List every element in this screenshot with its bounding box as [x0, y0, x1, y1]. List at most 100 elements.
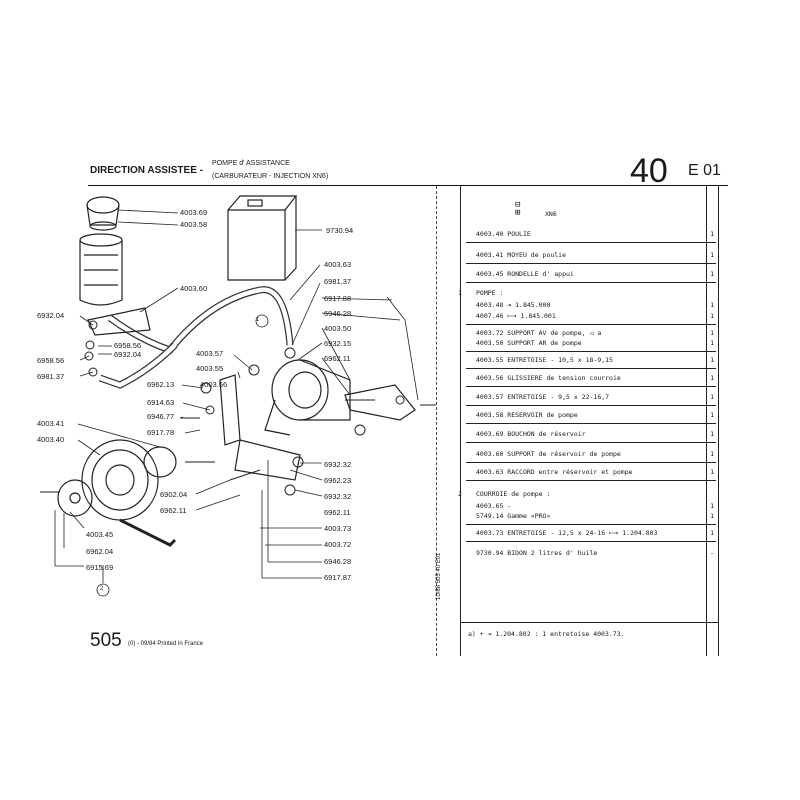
label-6917-87: 6917.87	[324, 573, 352, 582]
label-4003-45: 4003.45	[86, 530, 114, 539]
label-6946-28-bottom: 6946.28	[324, 557, 352, 566]
parts-row: 4003.65 - 1	[466, 496, 716, 514]
label-6946-77: 6946.77	[147, 412, 175, 421]
label-4003-60: 4003.60	[180, 284, 208, 293]
label-6917-88: 6917.88	[324, 294, 352, 303]
parts-row-text: 9730.94 BIDON 2 litres d' huile	[476, 549, 598, 557]
reservoir-tank-drawing	[79, 233, 123, 306]
label-4003-72: 4003.72	[324, 540, 352, 549]
parts-row-qty: 1	[710, 502, 714, 510]
label-6932-32-upper: 6932.32	[324, 460, 352, 469]
parts-row-qty: 1	[710, 411, 714, 419]
injection-symbol-icon: ⊞	[515, 208, 521, 218]
parts-row-qty: 1	[710, 329, 714, 337]
label-6902-04: 6902.04	[160, 490, 188, 499]
reservoir-bracket-drawing	[87, 307, 151, 336]
callout-2-circle	[96, 583, 110, 597]
parts-row-qty: 1	[710, 393, 714, 401]
parts-row-index: 2	[458, 490, 462, 498]
parts-row-text: COURROIE de pompe :	[476, 490, 551, 498]
page-subtitle-2: (CARBURATEUR - INJECTION XN6)	[212, 173, 329, 180]
label-6946-28-top: 6946.28	[324, 309, 352, 318]
label-6958-56-center: 6958.56	[114, 341, 142, 350]
parts-row-qty: 1	[710, 356, 714, 364]
parts-row-index: 1	[458, 289, 462, 297]
vertical-reference: 10/88 505 40 E01	[436, 552, 442, 600]
parts-row: 4003.72 SUPPORT AV de pompe, ◁ a 1	[466, 323, 716, 341]
parts-row-text: 4003.72 SUPPORT AV de pompe, ◁ a	[476, 329, 602, 337]
pump-front-support-drawing	[234, 439, 301, 481]
callout-1-label: 1	[256, 317, 260, 323]
parts-row-text: 4003.48 ⇥ 1.845.000	[476, 301, 551, 309]
parts-row-text: 4003.58 RESERVOIR de pompe	[476, 411, 578, 419]
callout-1-circle	[255, 314, 269, 328]
oil-can-drawing	[227, 195, 298, 281]
parts-row-text: 4003.73 ENTRETOISE - 12,5 x 24-16 ⟼ 1.20…	[476, 529, 658, 537]
list-right-rule	[718, 186, 719, 656]
parts-row-text: 4003.69 BOUCHON de réservoir	[476, 430, 586, 438]
pump-rear-support-drawing	[344, 384, 416, 421]
callout-2-label: 2	[100, 586, 104, 592]
label-6962-11-right: 6962.11	[324, 354, 351, 363]
label-4003-40: 4003.40	[37, 435, 65, 444]
parts-row: 4003.56 GLISSIERE de tension courroie 1	[466, 368, 716, 387]
section-number: 40	[630, 152, 668, 190]
parts-row: 5749.14 Gamme «PRO» 1	[466, 506, 716, 525]
page-title: DIRECTION ASSISTEE -	[90, 165, 203, 176]
page-number: 505	[90, 630, 122, 651]
label-6932-32-lower: 6932.32	[324, 492, 352, 501]
label-4003-73: 4003.73	[324, 524, 352, 533]
parts-row-qty: 1	[710, 374, 714, 382]
parts-row-text: 4003.65 -	[476, 502, 512, 510]
parts-row-text: 4007.46 ⟼ 1.845.001	[476, 312, 556, 320]
label-6981-37-left: 6981.37	[37, 372, 65, 381]
parts-row-qty: 1	[710, 512, 714, 520]
label-6981-37-top: 6981.37	[324, 277, 352, 286]
parts-row-text: 5749.14 Gamme «PRO»	[476, 512, 551, 520]
parts-row: 4003.55 ENTRETOISE - 10,5 x 18-9,15 1	[466, 350, 716, 369]
section-code: E 01	[688, 162, 721, 179]
parts-row: 4003.58 RESERVOIR de pompe 1	[466, 405, 716, 424]
parts-row-text: 4003.55 ENTRETOISE - 10,5 x 18-9,15	[476, 356, 613, 364]
page-subtitle-1: POMPE d' ASSISTANCE	[212, 160, 290, 167]
label-4003-41: 4003.41	[37, 419, 65, 428]
washer-drawing	[57, 479, 93, 517]
header-rule	[88, 185, 728, 186]
parts-row-text: 4003.41 MOYEU de poulie	[476, 251, 567, 259]
parts-row: 4003.63 RACCORD entre réservoir et pompe…	[466, 462, 716, 481]
parts-row-text: 4003.63 RACCORD entre réservoir et pompe	[476, 468, 633, 476]
label-6915-69: 6915.69	[86, 563, 114, 572]
parts-row-text: 4003.45 RONDELLE d' appui	[476, 270, 574, 278]
belt-drawing	[119, 518, 177, 547]
parts-row: 2 COURROIE de pompe :	[458, 484, 716, 502]
label-9730-94: 9730.94	[326, 226, 354, 235]
parts-row-text: 4003.56 GLISSIERE de tension courroie	[476, 374, 621, 382]
parts-row-qty: 1	[710, 529, 714, 537]
parts-row-qty: 1	[710, 251, 714, 259]
label-6962-11-left: 6962.11	[160, 506, 187, 515]
label-4003-55: 4003.55	[196, 364, 224, 373]
list-qty-rule	[706, 186, 707, 656]
label-4003-63: 4003.63	[324, 260, 352, 269]
label-4003-56: 4003.56	[200, 380, 228, 389]
label-6958-56-left: 6958.56	[37, 356, 65, 365]
parts-row: 4003.73 ENTRETOISE - 12,5 x 24-16 ⟼ 1.20…	[466, 523, 716, 542]
label-6914-63: 6914.63	[147, 398, 175, 407]
leader-lines	[54, 209, 419, 583]
parts-row-qty: 1	[710, 301, 714, 309]
label-4003-57: 4003.57	[196, 349, 224, 358]
parts-row: 9730.94 BIDON 2 litres d' huile -	[466, 543, 716, 561]
parts-row-qty: -	[710, 549, 714, 557]
label-6962-11-right-2: 6962.11	[324, 508, 351, 517]
label-4003-50: 4003.50	[324, 324, 352, 333]
parts-row-qty: 1	[710, 430, 714, 438]
parts-note: a) + ⇥ 1.204.802 : 1 entretoise 4003.73.	[468, 630, 625, 638]
label-6932-15: 6932.15	[324, 339, 352, 348]
column-divider	[436, 186, 437, 656]
